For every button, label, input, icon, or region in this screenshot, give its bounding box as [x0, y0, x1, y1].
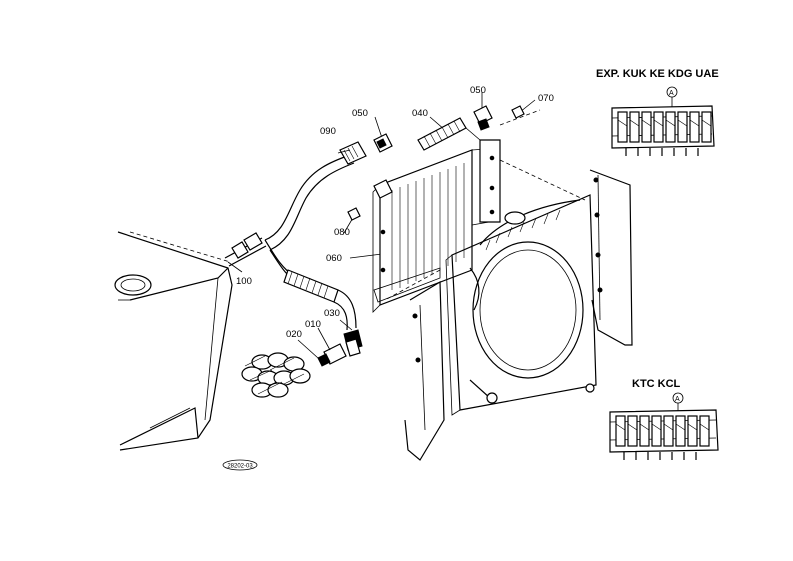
section-marker-top: A [669, 90, 674, 97]
figure-code: 28202-03 [227, 464, 253, 470]
valve-variant-bottom: KTC KCL A [609, 378, 719, 460]
elbow-fittings [241, 329, 363, 398]
callout-030: 030 [324, 308, 340, 319]
valve-variant-top: EXP. KUK KE KDG UAE A [596, 68, 719, 156]
valve-sections-bottom [615, 415, 710, 447]
section-marker-bottom: A [675, 396, 680, 403]
callout-050-right: 050 [470, 85, 486, 96]
callout-020: 020 [286, 329, 302, 340]
fuel-tank [114, 231, 233, 451]
oil-cooler [347, 105, 525, 313]
valve-sections-top [617, 111, 712, 143]
callout-040: 040 [412, 108, 428, 119]
callout-080: 080 [334, 227, 350, 238]
figure-code-badge: 28202-03 [222, 459, 258, 471]
leader-lines [227, 92, 536, 359]
callout-010: 010 [305, 319, 321, 330]
variant-label-top: EXP. KUK KE KDG UAE [596, 68, 719, 80]
hose-090 [224, 141, 367, 286]
callout-060: 060 [326, 253, 342, 264]
callout-070: 070 [538, 93, 554, 104]
radiator [129, 109, 633, 461]
callout-labels: 010 020 030 040 050 050 060 070 080 090 … [236, 85, 554, 340]
cooler-fins [391, 163, 465, 290]
callout-050-left: 050 [352, 108, 368, 119]
hose-060 [283, 269, 357, 331]
nut-cluster [241, 352, 311, 398]
callout-100: 100 [236, 276, 252, 287]
variant-label-bottom: KTC KCL [632, 378, 681, 390]
callout-090: 090 [320, 126, 336, 137]
